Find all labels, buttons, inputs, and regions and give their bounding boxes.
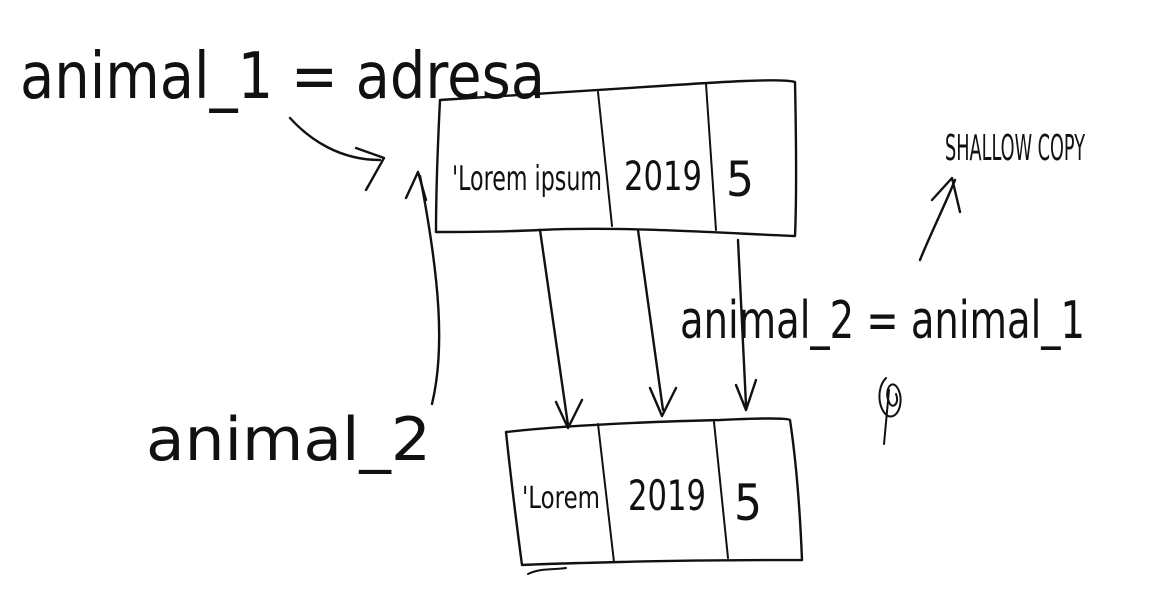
bottom-name-label: animal_2 bbox=[146, 405, 431, 475]
top-box-cell-3: 5 bbox=[726, 152, 754, 208]
top-box-cell-1: 'Lorem ipsum bbox=[452, 159, 602, 199]
bottom-box-cell-1: 'Lorem bbox=[522, 481, 600, 516]
scribble-mark bbox=[878, 377, 902, 445]
bottom-box-cell-2: 2019 bbox=[628, 471, 706, 520]
bottom-box bbox=[504, 417, 804, 575]
top-box-cell-2: 2019 bbox=[624, 154, 702, 200]
arrow-cell-3-down bbox=[734, 238, 758, 412]
arrow-shallow-copy bbox=[918, 176, 962, 262]
bottom-box-cell-3: 5 bbox=[734, 474, 762, 532]
top-assignment-label: animal_1 = adresa bbox=[20, 40, 545, 114]
arrow-cell-1-down bbox=[538, 228, 584, 430]
shallow-copy-note: SHALLOW COPY bbox=[945, 128, 1085, 169]
arrow-cell-2-down bbox=[636, 228, 678, 418]
arrow-name-to-top-box bbox=[404, 170, 441, 406]
arrow-label-to-top-box bbox=[288, 116, 386, 192]
top-box bbox=[434, 79, 798, 238]
copy-assignment-label: animal_2 = animal_1 bbox=[680, 291, 1085, 351]
